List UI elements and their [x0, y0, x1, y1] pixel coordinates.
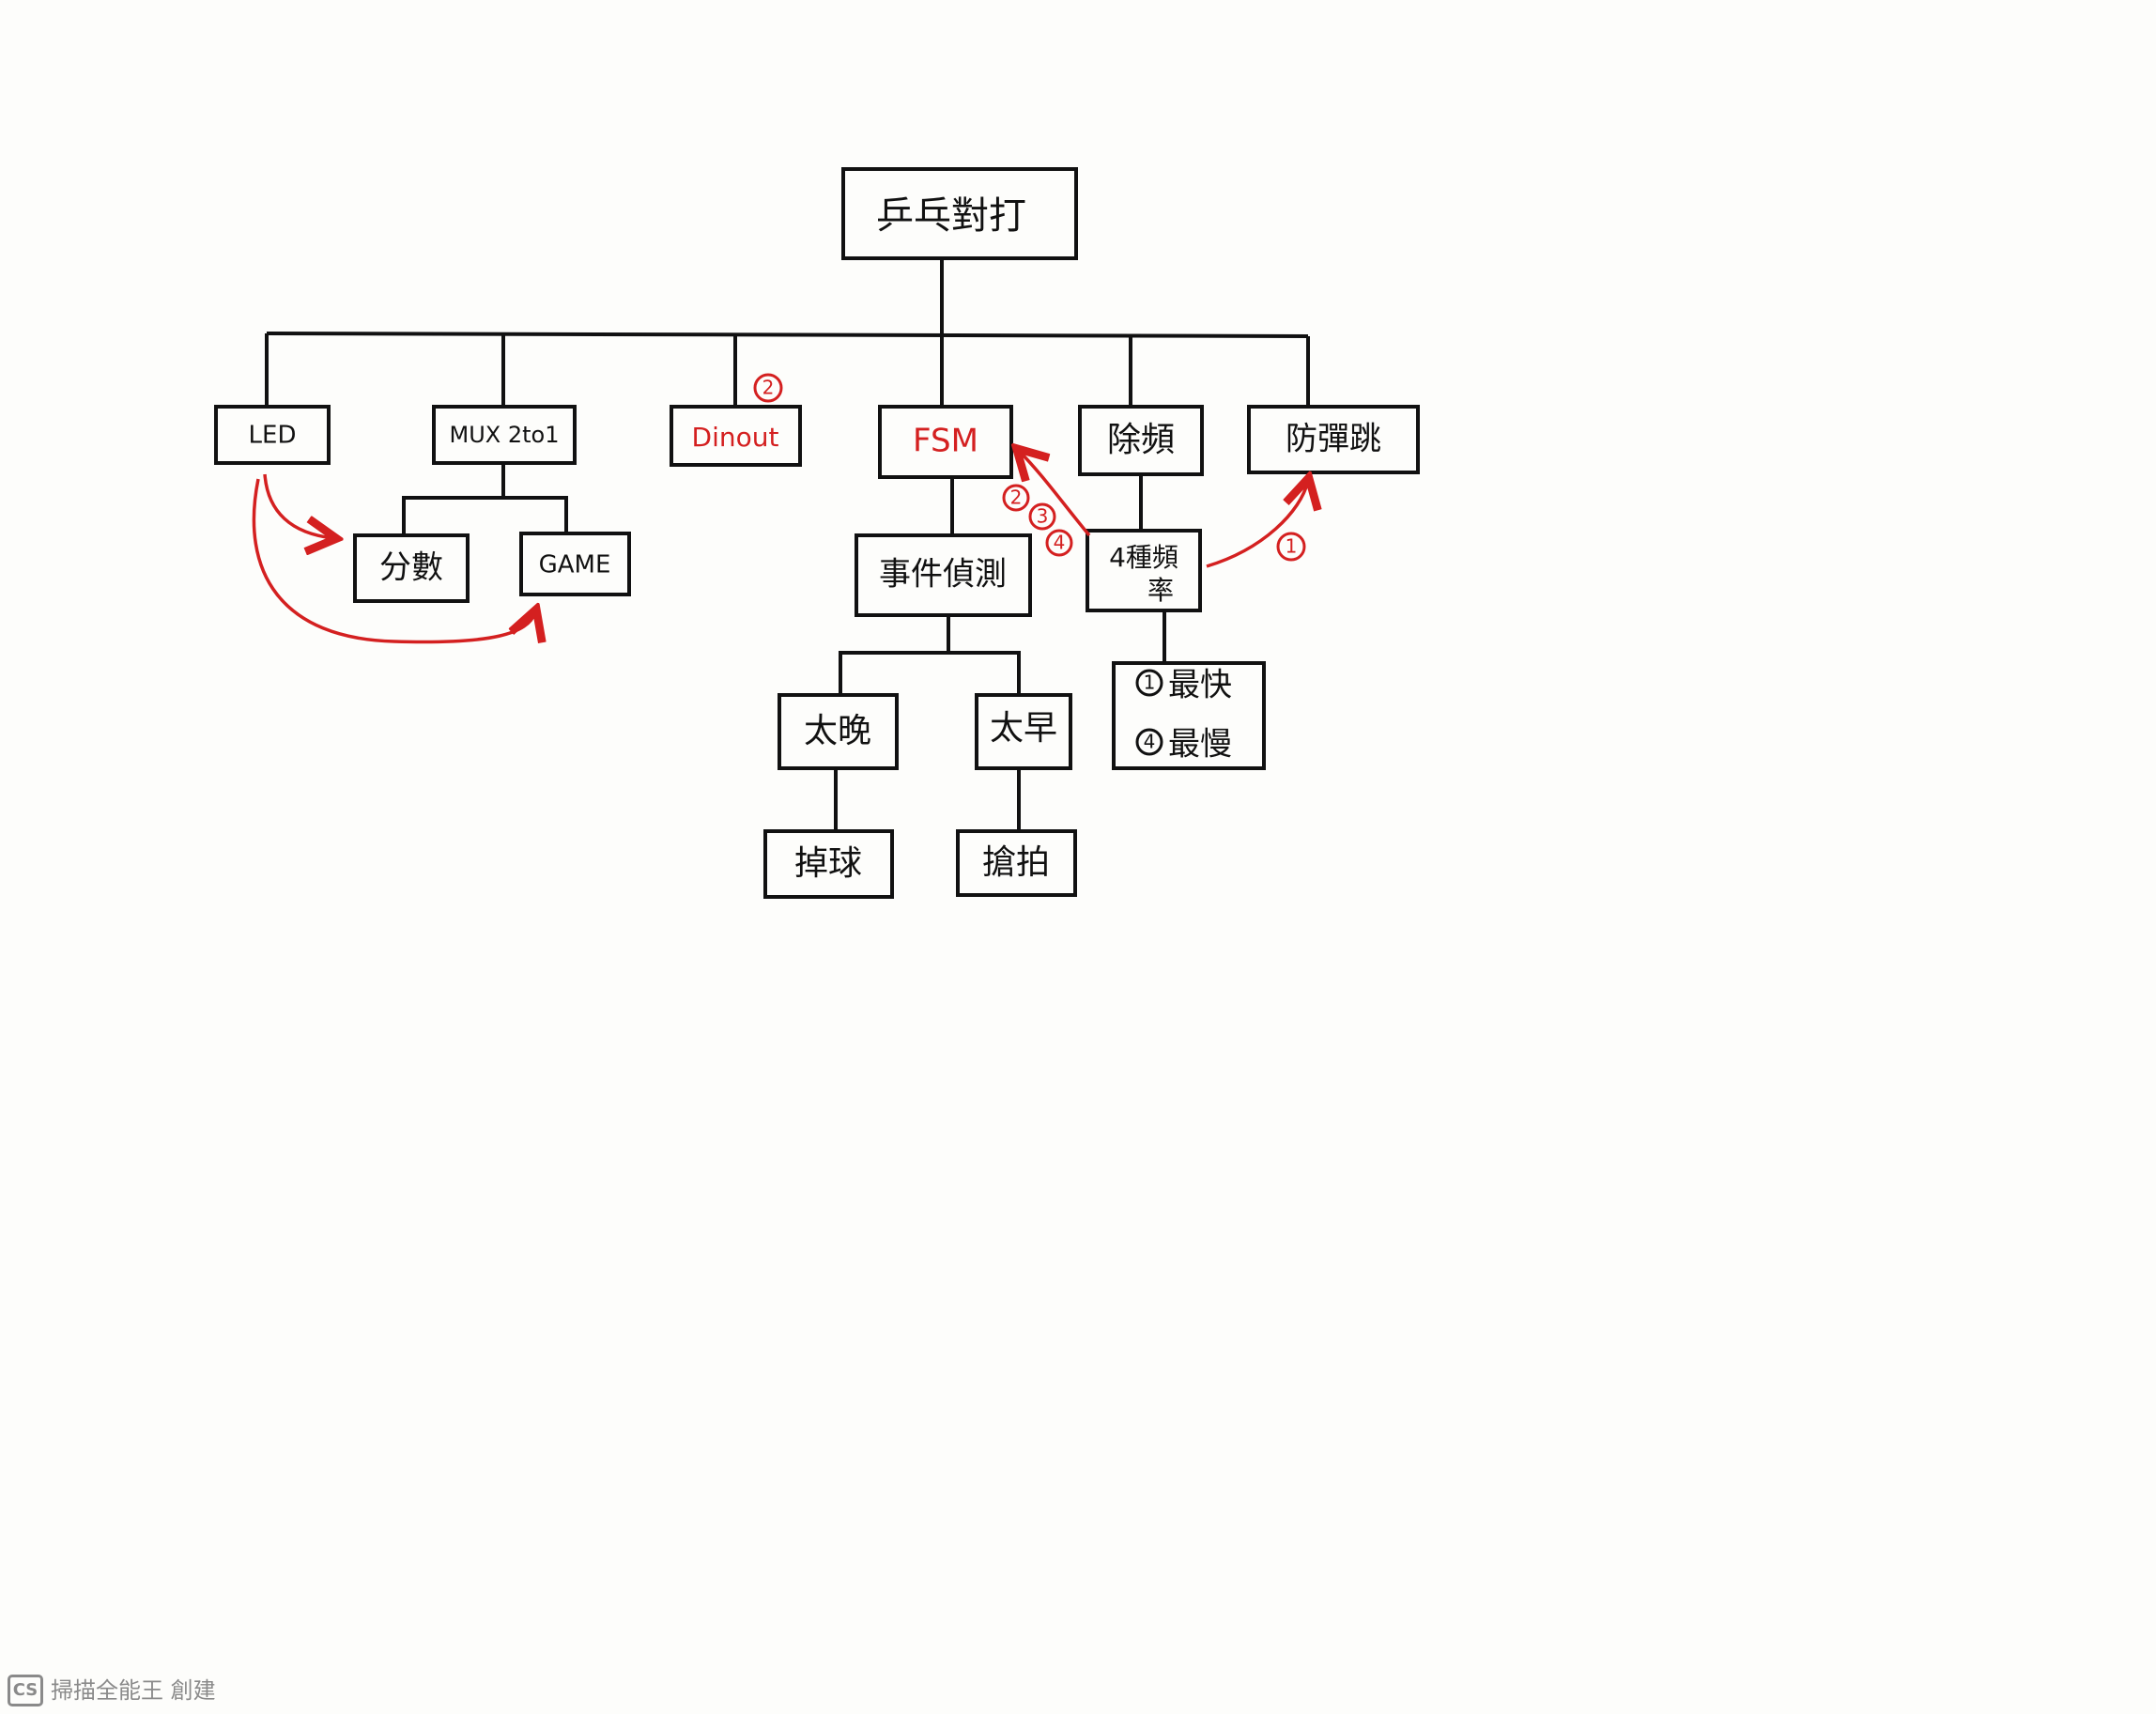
node-debounce: 防彈跳 [1247, 405, 1420, 474]
arrow-freq-to-debounce [1206, 481, 1308, 568]
scanner-watermark: 掃描全能王 創建 [51, 1677, 216, 1704]
mark-fsm-circle-2 [1002, 484, 1030, 512]
connector-lines [265, 255, 1310, 831]
red-arrows [252, 451, 1308, 644]
arrow-led-to-score [263, 473, 333, 538]
node-score: 分數 [353, 533, 470, 603]
node-event-label: 事件偵測 [879, 556, 1007, 594]
scanner-logo: CS [8, 1675, 43, 1706]
node-game-label: GAME [539, 551, 611, 579]
mark-fsm-circle-3 [1028, 502, 1056, 531]
root-node: 乒乓對打 [841, 167, 1078, 260]
node-four-freq: 4種頻 率 [1086, 529, 1202, 612]
node-freq-legend: 1 最快 4 最慢 [1112, 661, 1266, 770]
node-drop-ball-label: 掉球 [794, 844, 862, 883]
legend-circle-1 [1135, 669, 1163, 697]
node-four-freq-line1: 4種頻 [1109, 542, 1178, 573]
mark-debounce-circle [1276, 532, 1306, 562]
node-drop-ball: 掉球 [763, 829, 894, 899]
mark-fsm-2: 2 [1010, 486, 1023, 509]
mark-fsm-3: 3 [1037, 505, 1049, 528]
root-label: 乒乓對打 [876, 194, 1026, 238]
mark-dinout-circle [753, 373, 783, 403]
arrow-led-to-game [252, 478, 535, 644]
arrow-freq-to-fsm [1019, 451, 1091, 537]
node-divider: 除頻 [1078, 405, 1204, 476]
node-fsm-label: FSM [913, 423, 978, 460]
legend-circle-4 [1135, 728, 1163, 756]
node-led-label: LED [249, 422, 297, 450]
mark-fsm-4: 4 [1054, 532, 1066, 554]
node-game: GAME [519, 532, 631, 596]
red-annotations: 2 2 3 4 1 [753, 373, 1306, 562]
node-rush-beat: 搶拍 [956, 829, 1077, 897]
node-mux: MUX 2to1 [432, 405, 577, 465]
mark-dinout: 2 [762, 377, 775, 399]
node-led: LED [214, 405, 331, 465]
node-divider-label: 除頻 [1107, 421, 1175, 459]
legend-num-4: 4 [1144, 731, 1156, 753]
legend-text-1: 最快 [1168, 667, 1232, 704]
node-dinout-label: Dinout [692, 422, 779, 453]
node-fsm: FSM [878, 405, 1013, 479]
node-mux-label: MUX 2to1 [450, 422, 560, 448]
node-dinout: Dinout [670, 405, 802, 467]
node-debounce-label: 防彈跳 [1286, 421, 1381, 458]
mark-debounce: 1 [1286, 535, 1298, 558]
legend-num-1: 1 [1144, 672, 1156, 694]
node-late-label: 太晚 [804, 712, 871, 750]
node-event: 事件偵測 [855, 533, 1032, 617]
mark-fsm-circle-4 [1045, 529, 1073, 557]
node-early: 太早 [975, 693, 1072, 770]
node-late: 太晚 [778, 693, 899, 770]
legend-text-4: 最慢 [1168, 726, 1232, 764]
node-rush-beat-label: 搶拍 [982, 843, 1050, 882]
node-four-freq-line2: 率 [1147, 575, 1174, 606]
node-score-label: 分數 [379, 549, 443, 587]
node-early-label: 太早 [990, 709, 1057, 748]
